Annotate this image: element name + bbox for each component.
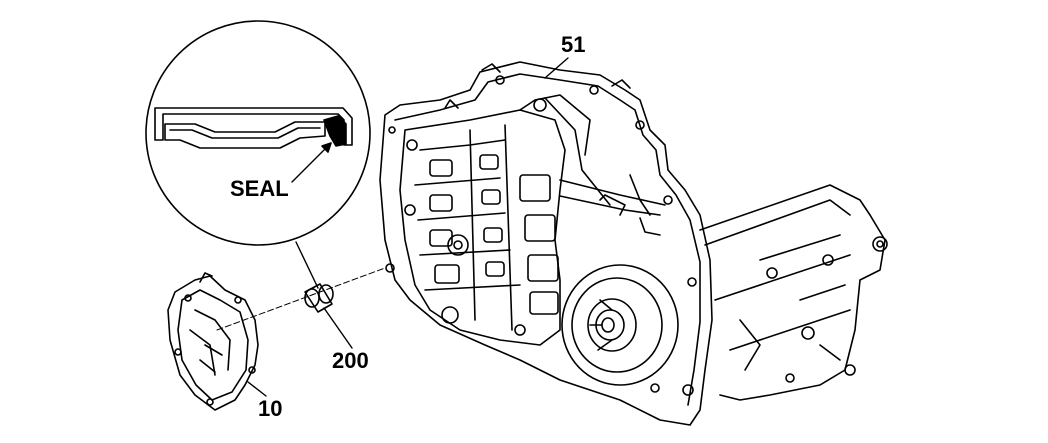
- case-bore: [561, 264, 679, 386]
- valve-body: [399, 94, 666, 346]
- seal-callout: SEAL: [230, 176, 289, 201]
- seal-ring: [323, 115, 347, 147]
- case-callout: 51: [561, 32, 586, 57]
- cover-callout: 10: [258, 396, 283, 421]
- case-extension: [699, 184, 888, 401]
- case-body: [379, 61, 713, 426]
- magnifier-circle: [145, 20, 371, 246]
- magnifier-leader: [295, 241, 319, 289]
- bushing-callout: 200: [332, 348, 369, 373]
- case-leader: [544, 57, 569, 79]
- cover-leader: [247, 381, 267, 397]
- seal-detail-magnifier: [145, 20, 371, 246]
- exploded-axis: [216, 267, 386, 331]
- bushing-leader: [323, 307, 353, 349]
- bushing-200: [304, 283, 334, 313]
- cover-10: [167, 272, 259, 411]
